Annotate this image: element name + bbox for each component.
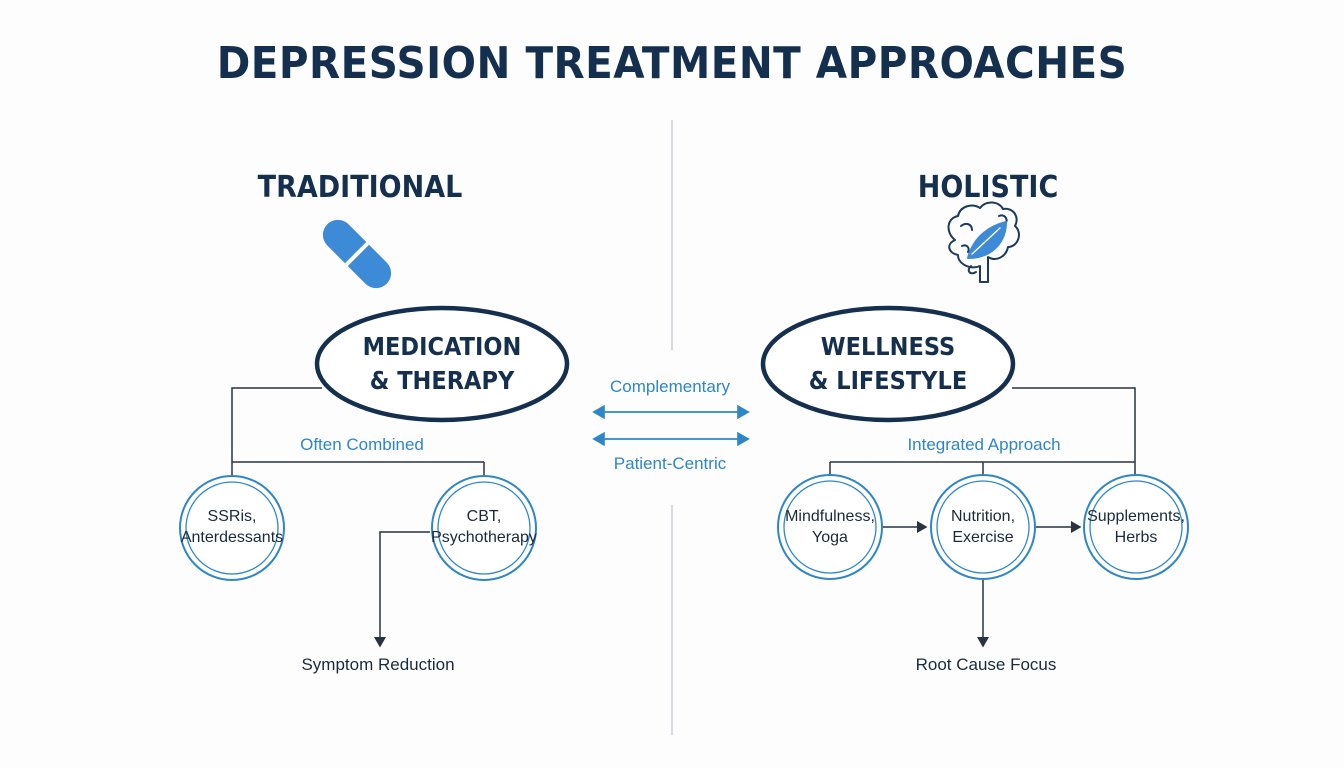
often-combined-label: Often Combined bbox=[300, 435, 424, 454]
supplements-node-circle bbox=[1083, 474, 1189, 580]
mindfulness-node-circle bbox=[777, 474, 883, 580]
ssris-node-label: SSRis, Anterdessants bbox=[172, 506, 292, 548]
traditional-heading: TRADITIONAL bbox=[257, 170, 463, 205]
mindfulness-line1: Mindfulness, bbox=[785, 508, 875, 525]
supplements-node-label: Supplements, Herbs bbox=[1076, 506, 1196, 548]
medication-label-line1: MEDICATION bbox=[362, 332, 522, 361]
wellness-label-line1: WELLNESS bbox=[820, 332, 956, 361]
nutrition-node-label: Nutrition, Exercise bbox=[923, 506, 1043, 548]
cbt-line2: Psychotherapy bbox=[431, 529, 537, 546]
nutrition-line2: Exercise bbox=[952, 529, 1014, 546]
integrated-approach-label: Integrated Approach bbox=[907, 435, 1061, 454]
holistic-heading: HOLISTIC bbox=[917, 170, 1059, 205]
mindfulness-node-label: Mindfulness, Yoga bbox=[770, 506, 890, 548]
wellness-label-line2: & LIFESTYLE bbox=[808, 366, 968, 395]
medication-label-line2: & THERAPY bbox=[369, 366, 515, 395]
symptom-reduction-label: Symptom Reduction bbox=[301, 655, 455, 674]
traditional-outcome-arrow bbox=[374, 531, 430, 648]
complementary-label: Complementary bbox=[610, 377, 730, 396]
ssris-line1: SSRis, bbox=[207, 508, 257, 525]
pill-capsule-icon bbox=[322, 219, 392, 289]
cbt-line1: CBT, bbox=[466, 508, 502, 525]
root-cause-focus-label: Root Cause Focus bbox=[915, 655, 1057, 674]
holistic-connector-line bbox=[1012, 387, 1136, 476]
wellness-lifestyle-label: WELLNESS & LIFESTYLE bbox=[780, 330, 996, 398]
patient-centric-label: Patient-Centric bbox=[613, 454, 727, 473]
cbt-node-label: CBT, Psychotherapy bbox=[424, 506, 544, 548]
supplements-line1: Supplements, bbox=[1087, 508, 1185, 525]
mindfulness-line2: Yoga bbox=[812, 529, 848, 546]
medication-therapy-label: MEDICATION & THERAPY bbox=[334, 330, 550, 398]
wellness-lifestyle-oval bbox=[760, 305, 1016, 423]
traditional-connector-line bbox=[231, 387, 322, 462]
ssris-node-circle bbox=[179, 475, 285, 581]
medication-therapy-oval bbox=[314, 305, 570, 423]
nutrition-line1: Nutrition, bbox=[950, 508, 1016, 525]
ssris-line2: Anterdessants bbox=[180, 529, 284, 546]
nutrition-node-circle bbox=[930, 474, 1036, 580]
page-title: DEPRESSION TREATMENT APPROACHES bbox=[216, 38, 1128, 89]
cbt-node-circle bbox=[431, 475, 537, 581]
brain-leaf-icon bbox=[947, 201, 1020, 283]
supplements-line2: Herbs bbox=[1114, 529, 1158, 546]
